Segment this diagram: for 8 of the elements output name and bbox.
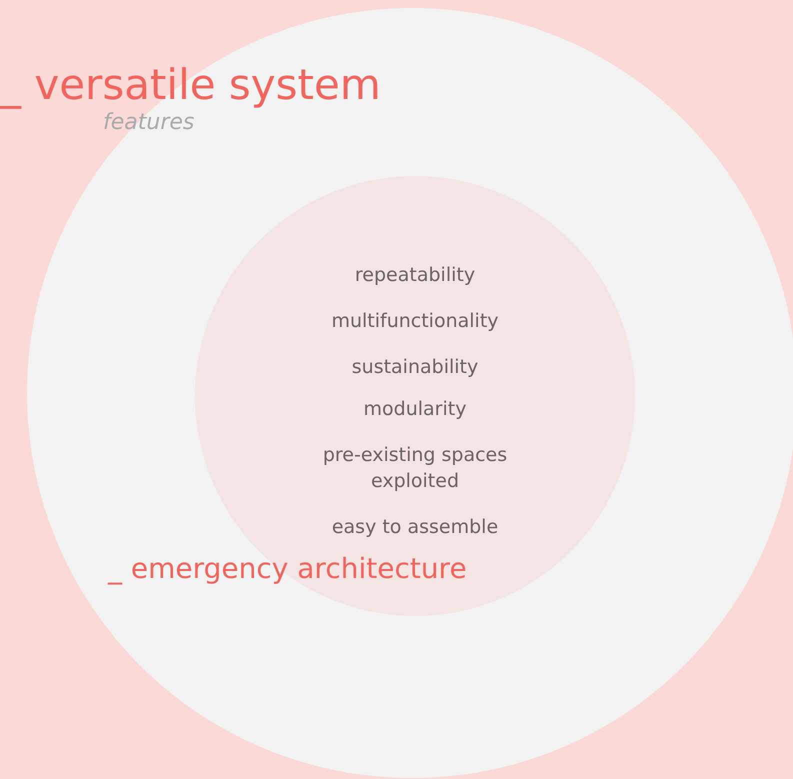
feature-text: repeatability — [354, 263, 476, 288]
feature-text: multifunctionality — [330, 309, 500, 334]
feature-text: pre-existing spaces exploited — [322, 443, 508, 494]
feature-text: sustainability — [350, 355, 480, 380]
subheading: features — [103, 110, 194, 135]
feature-text: modularity — [362, 397, 468, 422]
feature-text: easy to assemble — [330, 515, 500, 540]
section-label: _ emergency architecture — [108, 552, 467, 585]
